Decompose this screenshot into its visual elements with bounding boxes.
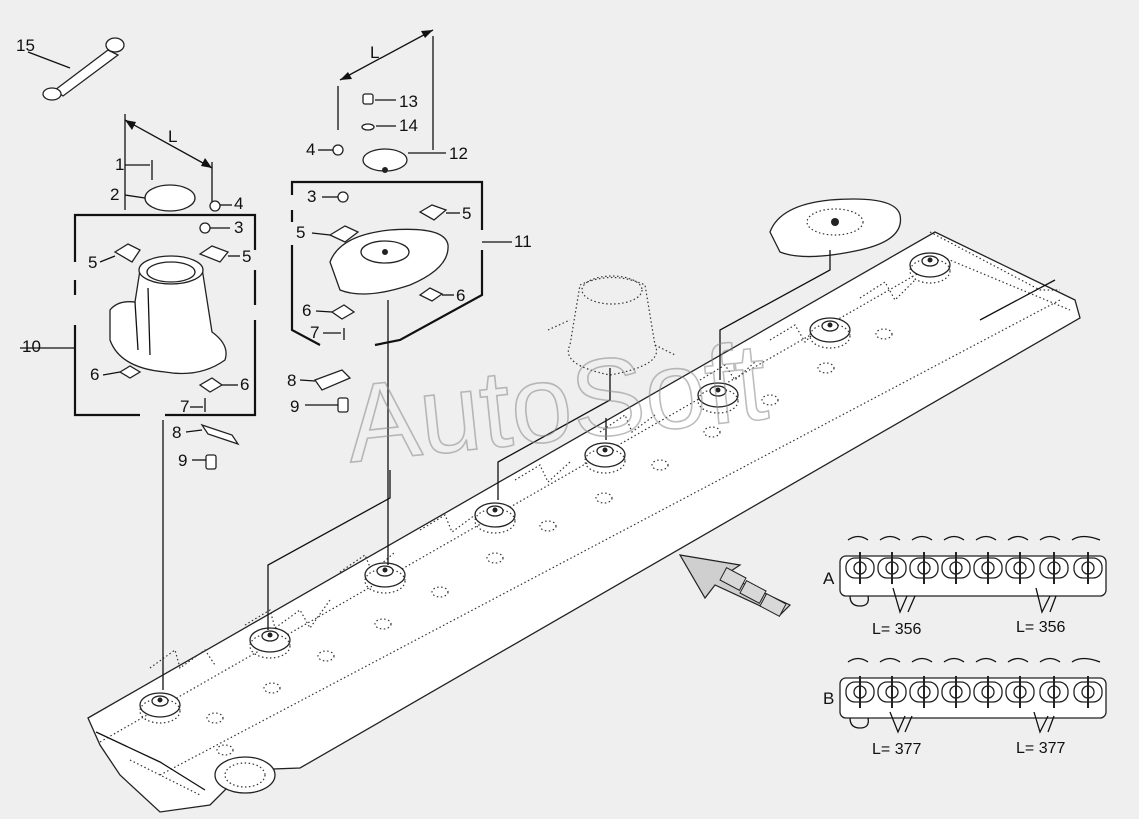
callout-7-left: 7 xyxy=(180,397,189,416)
callout-13: 13 xyxy=(399,92,418,111)
callout-6-right-a: 6 xyxy=(302,301,311,320)
direction-arrow xyxy=(678,554,792,618)
callout-4-right: 4 xyxy=(306,140,315,159)
left-exploded-assembly: L 10 2 1 4 3 5 5 xyxy=(20,114,257,470)
callout-15: 15 xyxy=(16,36,35,55)
variant-a-length-left: L= 356 xyxy=(872,621,921,638)
callout-6-left-a: 6 xyxy=(90,365,99,384)
callout-3-left: 3 xyxy=(234,218,243,237)
connector-lines xyxy=(162,250,831,690)
variant-a-schematic: A L= 356 L= 356 xyxy=(823,535,1107,638)
callout-3-right: 3 xyxy=(307,187,316,206)
callout-14: 14 xyxy=(399,116,418,135)
variant-a-length-right: L= 356 xyxy=(1016,619,1065,636)
callout-8-left: 8 xyxy=(172,423,181,442)
dimension-L-right: L xyxy=(370,43,379,62)
drum-on-bar xyxy=(547,275,676,376)
dimension-L-left: L xyxy=(168,127,177,146)
callout-9-left: 9 xyxy=(178,451,187,470)
callout-7-right: 7 xyxy=(310,323,319,342)
callout-4-left: 4 xyxy=(234,194,243,213)
callout-10: 10 xyxy=(22,337,41,356)
callout-12: 12 xyxy=(449,144,468,163)
callout-5-right-b: 5 xyxy=(462,204,471,223)
variant-b-schematic: B L= 377 L= 377 xyxy=(823,657,1107,758)
variant-b-label: B xyxy=(823,689,834,708)
callout-2: 2 xyxy=(110,185,119,204)
right-exploded-assembly: L 11 13 14 4 12 3 5 xyxy=(287,29,532,416)
callout-11: 11 xyxy=(514,232,532,251)
cutter-bar xyxy=(87,231,1081,813)
callout-5-left-a: 5 xyxy=(88,253,97,272)
callout-5-right-a: 5 xyxy=(296,223,305,242)
rotor-plate-on-bar xyxy=(769,198,902,258)
callout-6-right-b: 6 xyxy=(456,286,465,305)
callout-6-left-b: 6 xyxy=(240,375,249,394)
wrench-part: 15 xyxy=(16,36,125,101)
variant-a-label: A xyxy=(823,569,835,588)
callout-5-left-b: 5 xyxy=(242,247,251,266)
variant-b-length-left: L= 377 xyxy=(872,741,921,758)
callout-9-right: 9 xyxy=(290,397,299,416)
callout-1: 1 xyxy=(115,155,124,174)
callout-8-right: 8 xyxy=(287,371,296,390)
variant-b-length-right: L= 377 xyxy=(1016,740,1065,757)
